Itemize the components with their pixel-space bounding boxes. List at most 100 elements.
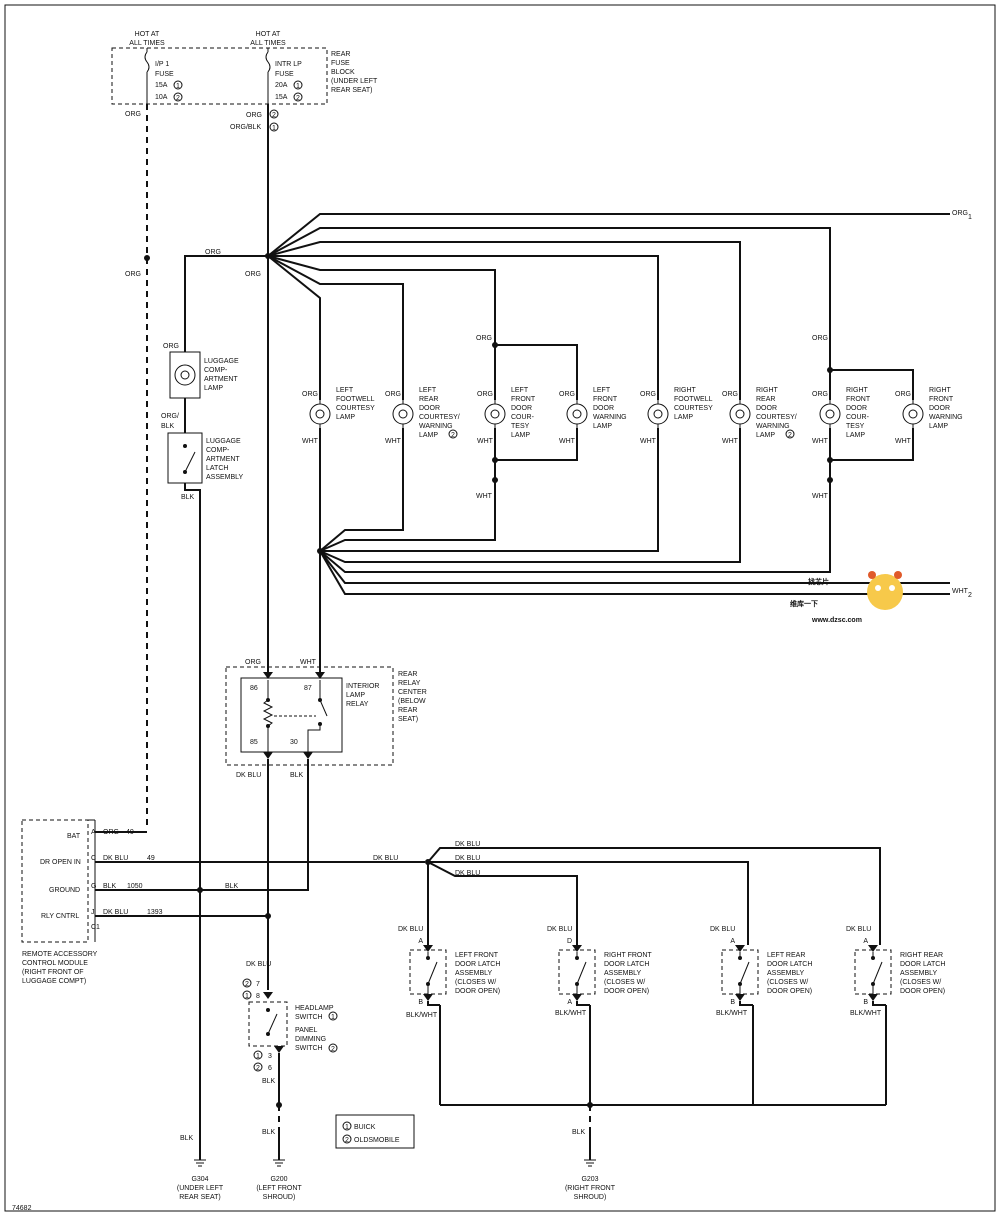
svg-text:1: 1 <box>245 993 249 1000</box>
svg-text:www.dzsc.com: www.dzsc.com <box>811 617 862 624</box>
svg-text:(LEFT FRONT: (LEFT FRONT <box>256 1185 302 1192</box>
svg-text:BLK: BLK <box>572 1129 586 1136</box>
svg-text:D: D <box>567 938 572 945</box>
svg-text:2: 2 <box>788 432 792 439</box>
svg-text:DOOR LATCH: DOOR LATCH <box>604 961 649 968</box>
svg-text:DOOR OPEN): DOOR OPEN) <box>604 988 649 995</box>
svg-text:ORG: ORG <box>477 391 493 398</box>
svg-text:REAR: REAR <box>398 707 417 714</box>
svg-text:REAR SEAT): REAR SEAT) <box>331 87 373 94</box>
svg-text:DOOR: DOOR <box>846 405 867 412</box>
svg-text:SWITCH: SWITCH <box>295 1014 323 1021</box>
svg-text:LAMP: LAMP <box>511 432 530 439</box>
svg-text:2: 2 <box>345 1137 349 1144</box>
svg-text:BLK: BLK <box>290 772 304 779</box>
svg-text:DK BLU: DK BLU <box>547 926 572 933</box>
remote-accessory-control-module: BAT A ORG 40 DR OPEN IN C DK BLU 49 GROU… <box>21 819 163 985</box>
svg-text:1: 1 <box>968 214 972 221</box>
svg-text:BAT: BAT <box>67 833 81 840</box>
svg-text:CENTER: CENTER <box>398 689 427 696</box>
svg-text:LAMP: LAMP <box>336 414 355 421</box>
svg-text:ORG: ORG <box>103 829 119 836</box>
svg-text:维库一下: 维库一下 <box>790 599 818 608</box>
svg-text:WARNING: WARNING <box>593 414 627 421</box>
svg-text:49: 49 <box>147 855 155 862</box>
svg-text:J: J <box>91 909 95 916</box>
svg-text:TESY: TESY <box>511 423 530 430</box>
svg-text:WHT: WHT <box>477 438 494 445</box>
svg-text:RIGHT: RIGHT <box>929 387 952 394</box>
svg-text:40: 40 <box>126 829 134 836</box>
svg-text:B: B <box>418 999 423 1006</box>
svg-text:LUGGAGE: LUGGAGE <box>206 438 241 445</box>
svg-text:BLK/WHT: BLK/WHT <box>850 1010 882 1017</box>
svg-text:WARNING: WARNING <box>756 423 790 430</box>
svg-text:8: 8 <box>256 993 260 1000</box>
svg-text:(RIGHT FRONT OF: (RIGHT FRONT OF <box>22 969 84 976</box>
svg-text:FRONT: FRONT <box>929 396 954 403</box>
svg-text:WHT: WHT <box>722 438 739 445</box>
svg-text:(BELOW: (BELOW <box>398 698 426 705</box>
svg-text:FRONT: FRONT <box>846 396 871 403</box>
svg-text:SHROUD): SHROUD) <box>263 1194 296 1201</box>
svg-text:WHT: WHT <box>476 493 493 500</box>
svg-text:FUSE: FUSE <box>331 60 350 67</box>
svg-text:RELAY: RELAY <box>398 680 421 687</box>
svg-text:G203: G203 <box>581 1176 598 1183</box>
svg-text:ORG: ORG <box>640 391 656 398</box>
svg-text:ORG: ORG <box>812 335 828 342</box>
svg-text:ASSEMBLY: ASSEMBLY <box>604 970 642 977</box>
svg-text:(UNDER LEFT: (UNDER LEFT <box>331 78 378 85</box>
svg-text:DK BLU: DK BLU <box>455 855 480 862</box>
luggage-compartment: ORG LUGGAGE COMP- ARTMENT LAMP ORG/ BLK … <box>161 343 244 1130</box>
svg-text:CONTROL MODULE: CONTROL MODULE <box>22 960 88 967</box>
svg-text:ASSEMBLY: ASSEMBLY <box>767 970 805 977</box>
svg-text:LATCH: LATCH <box>206 465 228 472</box>
svg-text:2: 2 <box>296 95 300 102</box>
watermark-logo: 找芯片 维库一下 www.dzsc.com <box>790 571 903 624</box>
svg-text:A: A <box>730 938 735 945</box>
svg-text:RIGHT: RIGHT <box>846 387 869 394</box>
svg-text:PANEL: PANEL <box>295 1027 318 1034</box>
svg-text:ASSEMBLY: ASSEMBLY <box>206 474 244 481</box>
svg-text:DOOR LATCH: DOOR LATCH <box>900 961 945 968</box>
svg-text:DOOR: DOOR <box>419 405 440 412</box>
svg-text:ORG: ORG <box>385 391 401 398</box>
svg-text:6: 6 <box>268 1065 272 1072</box>
svg-text:REAR: REAR <box>419 396 438 403</box>
svg-text:ORG: ORG <box>125 271 141 278</box>
svg-text:INTERIOR: INTERIOR <box>346 683 379 690</box>
svg-text:ORG: ORG <box>205 249 221 256</box>
svg-text:BLK: BLK <box>180 1135 194 1142</box>
svg-text:2: 2 <box>245 981 249 988</box>
svg-text:BLK: BLK <box>225 883 239 890</box>
svg-text:ORG/: ORG/ <box>161 413 179 420</box>
svg-text:LEFT: LEFT <box>511 387 529 394</box>
svg-text:BLK: BLK <box>161 423 175 430</box>
svg-text:WHT: WHT <box>812 438 829 445</box>
svg-text:7: 7 <box>256 981 260 988</box>
svg-text:FRONT: FRONT <box>511 396 536 403</box>
svg-text:(RIGHT FRONT: (RIGHT FRONT <box>565 1185 616 1192</box>
svg-text:ARTMENT: ARTMENT <box>204 376 238 383</box>
svg-text:BLK/WHT: BLK/WHT <box>716 1010 748 1017</box>
svg-text:ORG: ORG <box>895 391 911 398</box>
svg-text:LAMP: LAMP <box>204 385 223 392</box>
svg-text:DK BLU: DK BLU <box>710 926 735 933</box>
svg-text:RELAY: RELAY <box>346 701 369 708</box>
svg-text:(CLOSES W/: (CLOSES W/ <box>767 979 808 986</box>
svg-text:74682: 74682 <box>12 1205 32 1212</box>
svg-text:BLOCK: BLOCK <box>331 69 355 76</box>
wht-collector: WHT 2 <box>317 428 972 672</box>
svg-text:LAMP: LAMP <box>929 423 948 430</box>
svg-text:87: 87 <box>304 685 312 692</box>
svg-text:DOOR: DOOR <box>593 405 614 412</box>
svg-text:DK BLU: DK BLU <box>103 909 128 916</box>
svg-text:DOOR LATCH: DOOR LATCH <box>455 961 500 968</box>
svg-text:COURTESY: COURTESY <box>674 405 713 412</box>
